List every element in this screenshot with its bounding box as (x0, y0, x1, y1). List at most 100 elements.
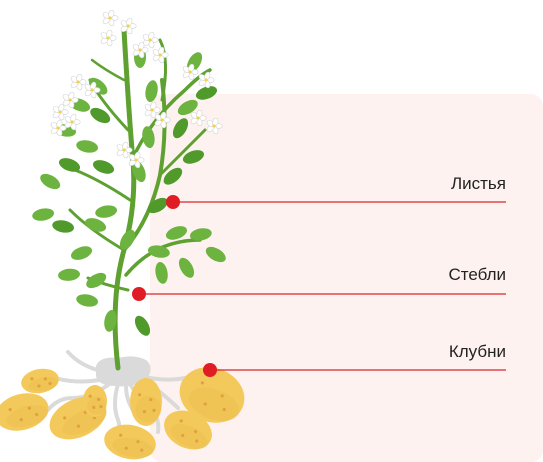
tuber-eye (124, 446, 128, 450)
flower-center (106, 36, 110, 40)
callouts (132, 195, 506, 377)
root (66, 350, 106, 374)
leaf-blade (172, 118, 189, 139)
leaf-blade (195, 86, 217, 100)
leaf (165, 226, 187, 240)
leaf (147, 245, 170, 258)
leaf (147, 197, 168, 214)
tuber-shade (135, 396, 162, 423)
tuber-eye (203, 402, 207, 406)
leaf-blade (86, 272, 107, 289)
flower-center (196, 116, 200, 120)
label-tubers: Клубни (448, 342, 506, 361)
tuber-shade (188, 387, 240, 421)
leaf-blade (142, 126, 155, 149)
flower (190, 109, 207, 127)
tuber-eye (48, 381, 52, 386)
tuber-eye (30, 377, 34, 381)
label-stems: Стебли (448, 265, 506, 284)
flower-center (158, 53, 162, 57)
tuber (164, 410, 212, 450)
tuber-eye (19, 418, 23, 422)
leaf-blade (155, 261, 168, 284)
label-leaves: Листья (450, 174, 506, 193)
tuber-shade (170, 424, 208, 449)
flower (116, 141, 133, 159)
flower (142, 31, 159, 49)
leaf (76, 140, 99, 153)
flower (84, 81, 101, 99)
tuber-shade (87, 397, 107, 415)
tuber-eye (119, 433, 123, 437)
tuber-shade (112, 437, 154, 458)
tuber-eye (149, 398, 153, 402)
leaf (177, 99, 198, 116)
tuber-eye (97, 397, 101, 401)
flower-center (70, 120, 74, 124)
tuber-body (179, 367, 245, 423)
tuber (104, 424, 156, 460)
leaf (178, 257, 195, 278)
leaf (32, 208, 55, 221)
tuber-shade (28, 377, 59, 392)
flower-center (126, 24, 130, 28)
tuber-body (21, 368, 59, 394)
tuber-body (164, 410, 212, 450)
leaf-blade (52, 220, 75, 233)
tuber-eye (152, 408, 156, 412)
leaf-blade (205, 246, 226, 263)
tuber-eye (220, 394, 224, 398)
flower-center (90, 88, 94, 92)
tuber (83, 385, 107, 417)
tuber (21, 368, 59, 394)
stem (73, 168, 132, 202)
flower (120, 17, 137, 35)
tuber-eye (27, 406, 31, 410)
leaf-blade (165, 226, 187, 240)
tubers-marker (203, 363, 217, 377)
flower (64, 113, 81, 131)
leaf (90, 107, 111, 124)
tuber (0, 393, 49, 431)
leaf-blade (32, 208, 55, 221)
leaf-blade (59, 158, 81, 172)
flower (52, 103, 69, 121)
tuber-eye (136, 440, 140, 444)
flower-center (68, 98, 72, 102)
flower-center (148, 38, 152, 42)
leaf (52, 220, 75, 233)
tubers (0, 367, 245, 460)
flower (100, 29, 117, 47)
leaf (93, 160, 115, 174)
tuber-eye (35, 412, 39, 417)
flower (128, 151, 145, 169)
leaf (86, 272, 107, 289)
leaf-blade (40, 173, 61, 190)
tuber-eye (181, 433, 185, 438)
leaf-blade (178, 257, 195, 278)
tuber-eye (99, 405, 103, 409)
leaf-blade (76, 140, 99, 153)
leaf-blade (119, 229, 136, 250)
flower (182, 63, 199, 81)
flower-center (188, 70, 192, 74)
leaf-blade (71, 246, 93, 260)
stems-marker (132, 287, 146, 301)
leaf-blade (95, 205, 118, 218)
leaf (71, 246, 93, 260)
stem (112, 27, 137, 371)
tuber-eye (76, 424, 81, 428)
leaves-marker (166, 195, 180, 209)
tuber-eye (200, 381, 204, 385)
tuber-eye (8, 407, 12, 412)
tuber-eye (140, 448, 144, 452)
flower-center (160, 118, 164, 122)
tuber-eye (195, 439, 199, 443)
leaf-blade (76, 294, 99, 307)
leaf (163, 167, 183, 185)
flower-center (212, 124, 216, 128)
leaf-blade (147, 245, 170, 258)
leaf-blade (85, 218, 107, 232)
leaf-blade (182, 150, 204, 164)
